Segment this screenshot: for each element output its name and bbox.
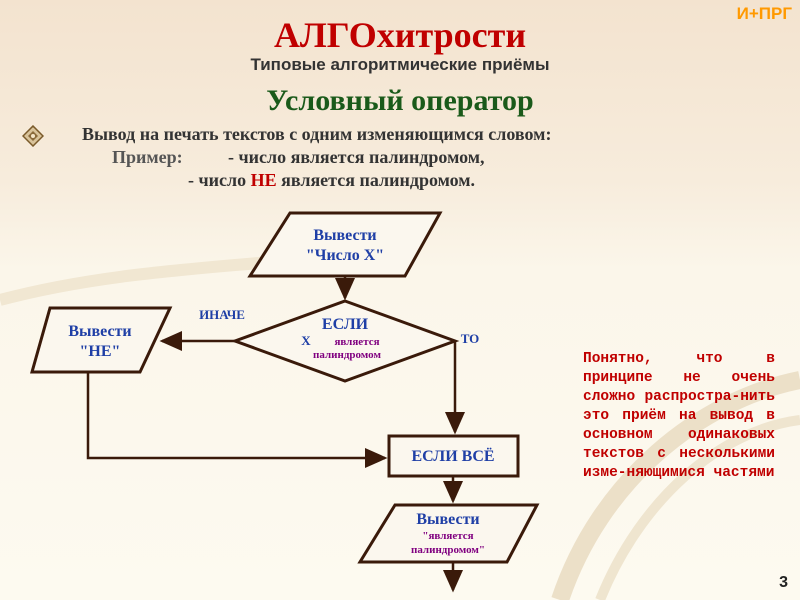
endif-shape	[387, 434, 520, 478]
course-badge: И+ПРГ	[736, 4, 792, 23]
decision-condition-line1: является	[334, 336, 379, 348]
decision-if-label: ЕСЛИ	[322, 316, 369, 333]
output-number-line2: "Число X"	[306, 247, 384, 264]
output-not-line2: "НЕ"	[80, 343, 121, 360]
endif-block: ЕСЛИ ВСЁ	[387, 434, 520, 478]
page-number: 3	[779, 574, 788, 591]
side-note: Понятно, что в принципе не очень сложно …	[583, 351, 775, 481]
decision-block: ЕСЛИ X является палиндромом	[230, 299, 460, 383]
output-not-shape	[30, 306, 173, 374]
decision-shape	[230, 299, 460, 383]
output-number-shape	[247, 211, 443, 278]
page-subtitle: Типовые алгоритмические приёмы	[250, 55, 550, 74]
output-palindrome-line3: палиндромом"	[411, 544, 485, 556]
decision-condition-line2: палиндромом	[313, 349, 381, 361]
output-number-block: Вывести "Число X"	[247, 211, 443, 278]
output-number-line1: Вывести	[313, 227, 376, 244]
arrow-else-merge	[86, 373, 388, 468]
output-not-block: Вывести "НЕ"	[30, 306, 173, 374]
then-label: ТО	[461, 331, 480, 346]
output-palindrome-block: Вывести "является палиндромом"	[357, 503, 540, 564]
diamond-bullet-icon	[22, 125, 44, 147]
section-title: Условный оператор	[266, 84, 534, 117]
endif-label: ЕСЛИ ВСЁ	[411, 447, 494, 465]
output-palindrome-line1: Вывести	[416, 511, 479, 528]
example-line-2: - число НЕ является палиндромом.	[188, 170, 476, 190]
output-palindrome-shape	[357, 503, 540, 564]
example-label: Пример:	[112, 147, 183, 167]
else-label: ИНАЧЕ	[199, 307, 245, 322]
example-line-1: - число является палиндромом,	[228, 147, 485, 167]
output-not-line1: Вывести	[68, 323, 131, 340]
decision-x-label: X	[301, 333, 311, 348]
output-palindrome-line2: "является	[422, 530, 473, 542]
page-title: АЛГОхитрости	[273, 15, 527, 55]
bullet-text: Вывод на печать текстов с одним изменяющ…	[82, 124, 552, 144]
